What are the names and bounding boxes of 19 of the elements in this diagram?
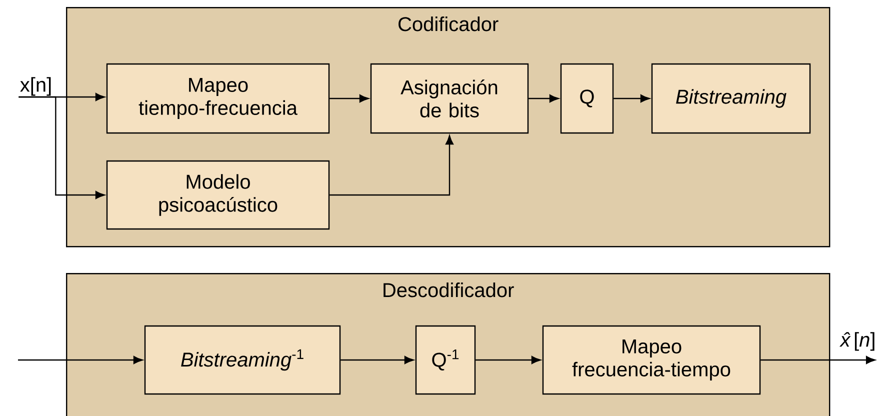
arrow [330,135,454,196]
process-box: Mapeo tiempo-frecuencia [106,63,330,134]
signal-label: x̂[n] [839,332,874,351]
process-box: Q$^{-1}$ [415,325,476,395]
arrow [18,96,105,199]
arrow [330,94,369,102]
arrow [340,356,414,364]
arrow [760,356,876,364]
process-box: Bitstreaming [651,63,811,134]
process-box: Q [560,63,614,134]
arrow [18,356,143,364]
process-box: Mapeo frecuencia-tiempo [542,325,761,395]
signal-label: x[n] [20,77,51,96]
arrow [528,94,559,102]
process-box: Bitstreaming$^{-1}$ [144,325,341,395]
process-box: Modelo psicoacústico [106,160,330,230]
arrow [476,356,541,364]
process-box: Asignación de bits [370,63,529,134]
arrow [614,94,650,102]
